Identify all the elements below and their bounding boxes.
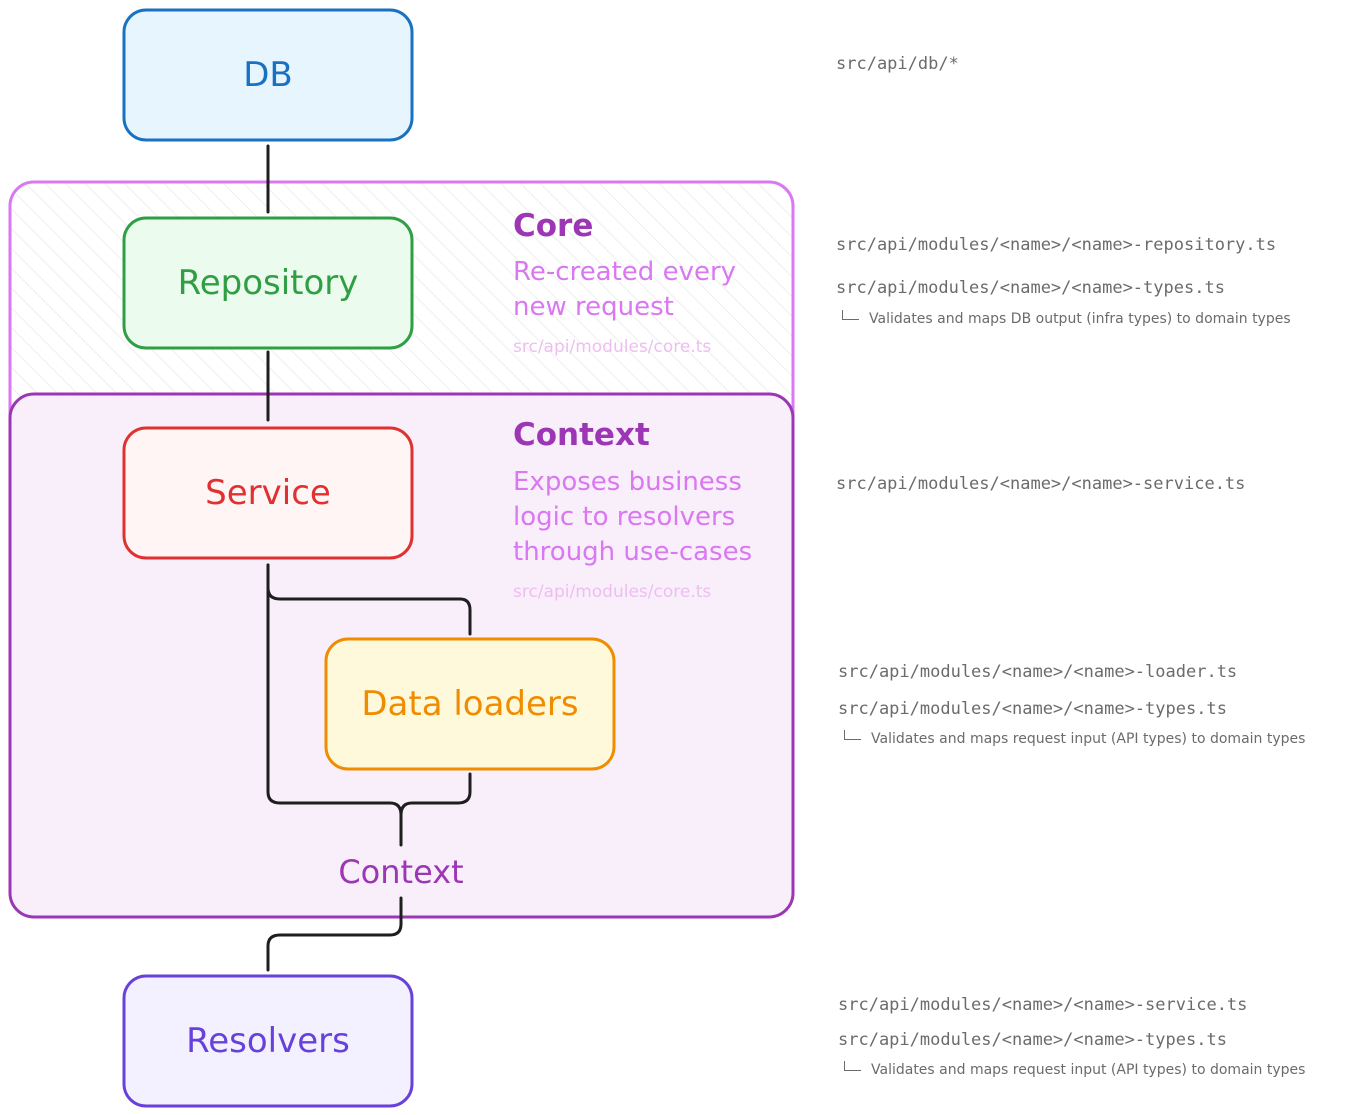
tree-elbow-icon (844, 1061, 861, 1071)
db-path: src/api/db/* (836, 54, 959, 74)
resolvers-note-text: Validates and maps request input (API ty… (871, 1062, 1306, 1078)
loaders-path-2: src/api/modules/<name>/<name>-types.ts (838, 699, 1227, 719)
resolvers-label: Resolvers (186, 1021, 350, 1061)
repository-label: Repository (177, 263, 359, 303)
db-label: DB (243, 55, 293, 95)
repository-path-1: src/api/modules/<name>/<name>-repository… (836, 235, 1277, 255)
resolvers-path-2: src/api/modules/<name>/<name>-types.ts (838, 1030, 1227, 1050)
db-box (122, 8, 414, 142)
loaders-note-text: Validates and maps request input (API ty… (871, 731, 1306, 747)
loaders-path-1: src/api/modules/<name>/<name>-loader.ts (838, 662, 1238, 682)
resolvers-path-1: src/api/modules/<name>/<name>-service.ts (838, 995, 1248, 1015)
repository-note: Validates and maps DB output (infra type… (842, 310, 1291, 328)
core-description-line-1: Re-created every (513, 257, 737, 287)
connector-loaders-context (399, 772, 472, 817)
core-file-path: src/api/modules/core.ts (513, 337, 712, 357)
resolvers-note: Validates and maps request input (API ty… (844, 1061, 1305, 1079)
context-description-line-3: through use-cases (513, 537, 753, 567)
service-box (122, 426, 414, 560)
tree-elbow-icon (842, 310, 859, 320)
connector-context-resolvers (266, 896, 403, 972)
repository-path-2: src/api/modules/<name>/<name>-types.ts (836, 278, 1225, 298)
core-description-line-2: new request (513, 292, 674, 322)
resolvers-box (122, 974, 414, 1108)
context-description-line-2: logic to resolvers (513, 502, 736, 532)
loaders-note: Validates and maps request input (API ty… (844, 730, 1305, 748)
service-label: Service (205, 473, 331, 513)
context-file-path: src/api/modules/core.ts (513, 582, 712, 602)
context-description-line-1: Exposes business (513, 467, 742, 497)
repository-note-text: Validates and maps DB output (infra type… (869, 311, 1291, 327)
loaders-box (324, 637, 616, 771)
loaders-label: Data loaders (361, 684, 579, 724)
service-path: src/api/modules/<name>/<name>-service.ts (836, 474, 1246, 494)
tree-elbow-icon (844, 730, 861, 740)
context-title: Context (513, 417, 650, 453)
repository-box (122, 216, 414, 350)
context-merge-label: Context (311, 848, 491, 896)
core-title: Core (513, 208, 594, 244)
